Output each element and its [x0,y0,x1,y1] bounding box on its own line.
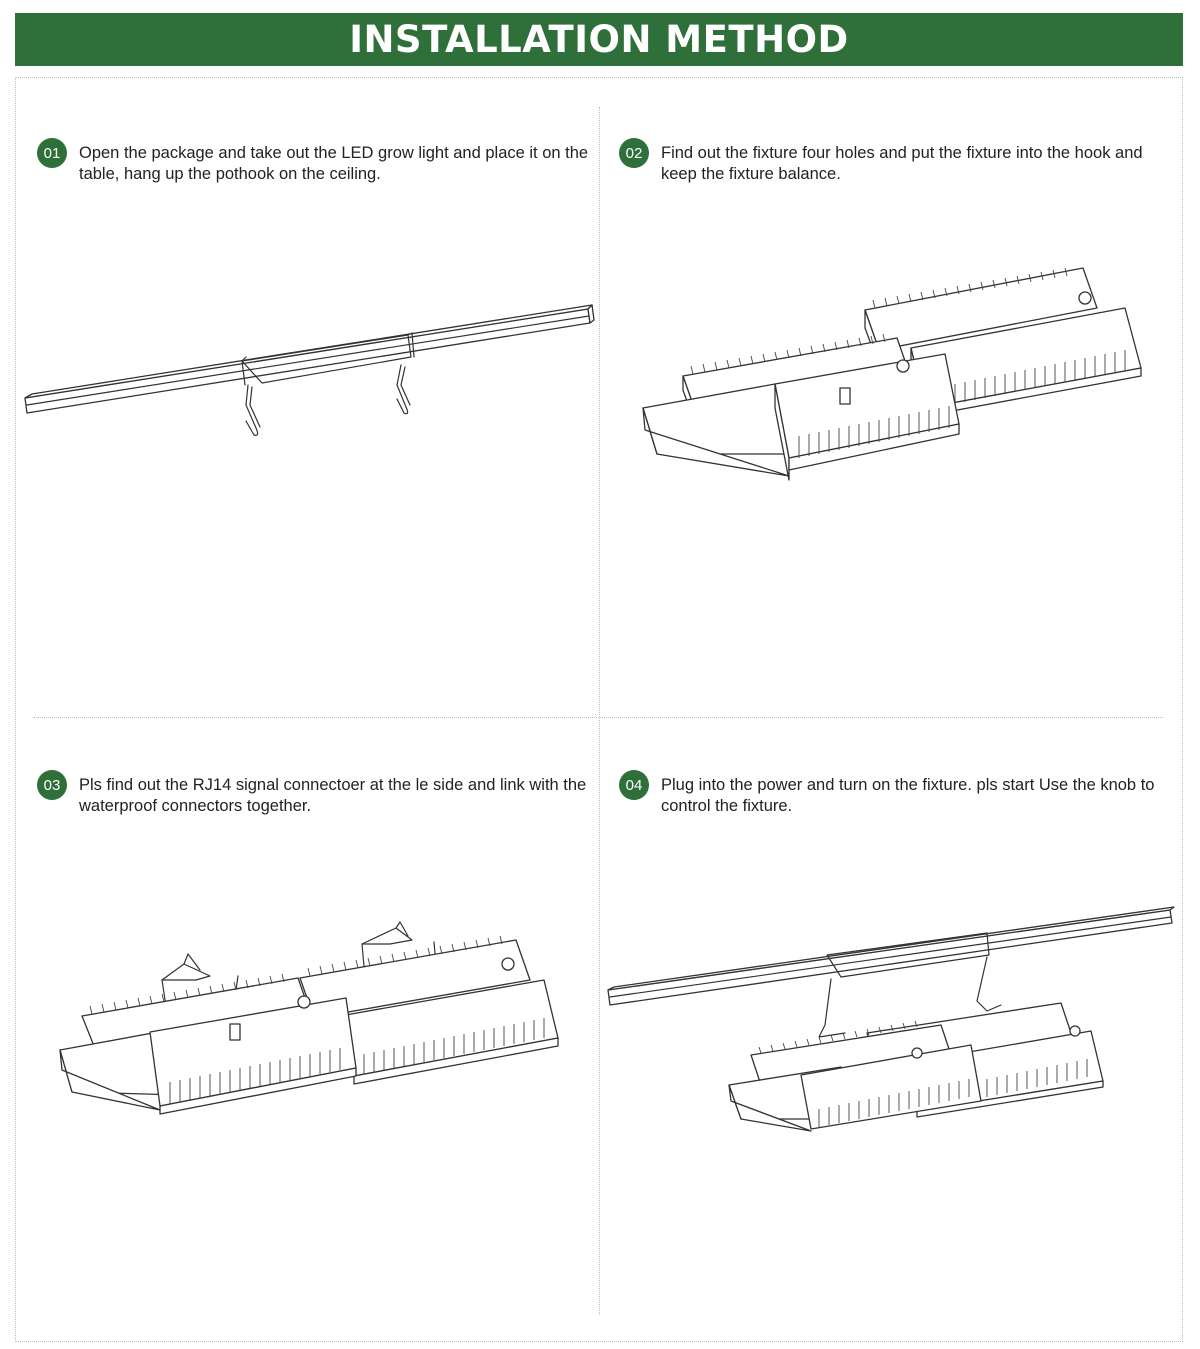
page-title: INSTALLATION METHOD [349,18,849,61]
step-2-badge: 02 [619,138,649,168]
horizontal-divider [33,717,1163,718]
step-1-badge: 01 [37,138,67,168]
step-3-badge: 03 [37,770,67,800]
page-title-banner: INSTALLATION METHOD [15,13,1183,66]
step-3-text: Pls find out the RJ14 signal connectoer … [79,776,587,815]
step-4-text: Plug into the power and turn on the fixt… [661,776,1155,815]
connected-fixtures-illustration [50,918,570,1123]
vertical-divider [599,107,600,1315]
hung-fixture-illustration [605,905,1180,1140]
dual-fixture-illustration [635,258,1155,498]
step-1-text: Open the package and take out the LED gr… [79,144,589,183]
content-frame [15,77,1183,1342]
step-4-badge: 04 [619,770,649,800]
ceiling-bar-hook-illustration [20,295,600,460]
step-2-text: Find out the fixture four holes and put … [661,144,1143,183]
